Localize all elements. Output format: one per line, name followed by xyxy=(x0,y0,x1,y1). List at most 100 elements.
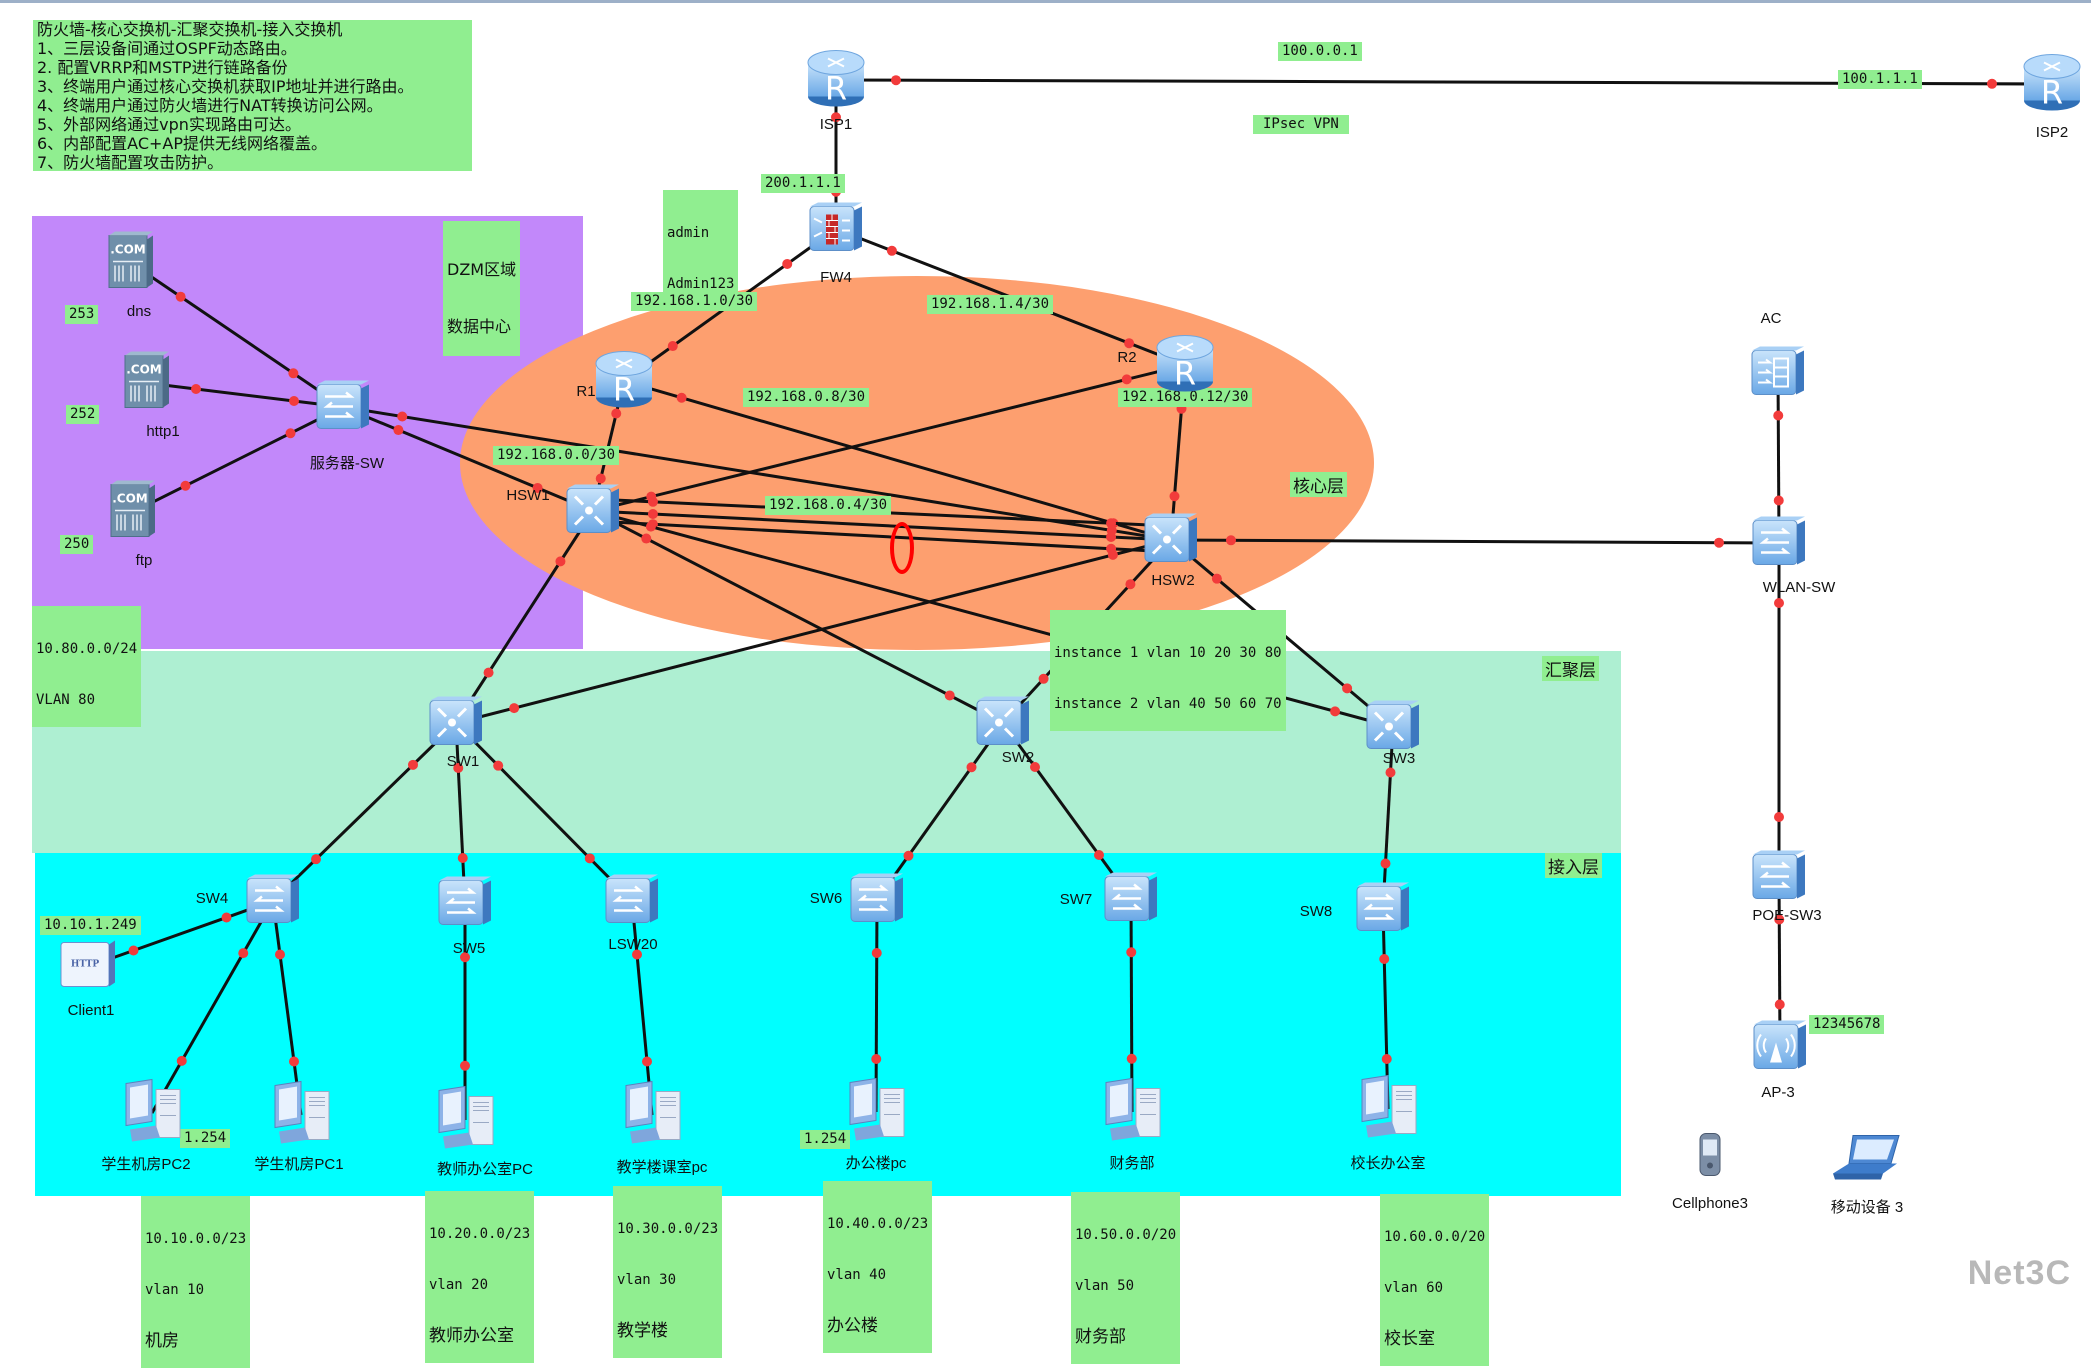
port-dot-ftp[interactable] xyxy=(180,480,191,491)
port-dot-hsw2[interactable] xyxy=(1106,518,1117,529)
port-dot-sw4[interactable] xyxy=(221,912,232,923)
port-dot-wlan_sw[interactable] xyxy=(1773,495,1784,506)
port-dot-sw3[interactable] xyxy=(1385,767,1396,778)
link-sw6-office_pc[interactable] xyxy=(874,899,879,1113)
port-dot-sw8[interactable] xyxy=(1379,954,1390,964)
port-dot-ac[interactable] xyxy=(1773,410,1784,421)
port-dot-client1[interactable] xyxy=(128,945,139,956)
link-sw1-sw4[interactable] xyxy=(271,721,458,903)
port-dot-hsw1[interactable] xyxy=(645,521,656,532)
port-dot-isp2[interactable] xyxy=(1987,78,1998,89)
port-dot-r1[interactable] xyxy=(667,341,678,352)
link-sw3-sw8[interactable] xyxy=(1381,726,1395,910)
port-dot-hsw2[interactable] xyxy=(1107,549,1118,560)
port-dot-dns[interactable] xyxy=(175,291,186,302)
port-dot-sw8[interactable] xyxy=(1380,858,1391,869)
port-dot-sw1[interactable] xyxy=(407,759,418,770)
device-teacher-pc[interactable] xyxy=(429,1083,501,1158)
link-srv_sw-hsw1[interactable] xyxy=(342,405,594,513)
device-dns[interactable]: .COM xyxy=(105,230,157,297)
device-hsw2[interactable] xyxy=(1141,510,1201,571)
link-sw1-lsw20[interactable] xyxy=(454,721,634,903)
link-http1-srv_sw[interactable] xyxy=(146,381,344,409)
port-dot-hsw2[interactable] xyxy=(1211,573,1222,584)
device-sw3[interactable] xyxy=(1363,697,1423,758)
device-r1[interactable]: R xyxy=(591,346,657,417)
port-dot-sw5[interactable] xyxy=(457,853,468,863)
device-poe-sw3[interactable] xyxy=(1749,847,1809,908)
port-dot-hsw1[interactable] xyxy=(641,533,652,544)
device-lsw20[interactable] xyxy=(602,871,662,932)
port-dot-srv_sw[interactable] xyxy=(285,428,296,439)
link-hsw1-sw1[interactable] xyxy=(454,510,595,724)
device-ac[interactable] xyxy=(1748,343,1808,404)
link-hsw2-sw1[interactable] xyxy=(455,538,1172,725)
device-srv-sw[interactable] xyxy=(313,377,373,438)
port-dot-sw4[interactable] xyxy=(238,948,249,959)
port-dot-sw7[interactable] xyxy=(1126,947,1137,958)
link-hsw1-sw2[interactable] xyxy=(592,509,1004,725)
device-ap3[interactable] xyxy=(1750,1017,1810,1078)
port-dot-sw5[interactable] xyxy=(460,952,470,963)
device-finance-pc[interactable] xyxy=(1096,1075,1168,1150)
port-dot-isp1[interactable] xyxy=(831,112,841,123)
port-dot-sw2[interactable] xyxy=(966,762,977,773)
link-hsw1-hsw2[interactable] xyxy=(592,519,1172,554)
device-principal-pc[interactable] xyxy=(1352,1072,1424,1147)
port-dot-sw2[interactable] xyxy=(944,690,955,701)
port-dot-srv_sw[interactable] xyxy=(397,411,408,422)
port-dot-http1[interactable] xyxy=(191,384,201,394)
link-hsw1-hsw2[interactable] xyxy=(592,509,1172,542)
port-dot-r1[interactable] xyxy=(676,392,687,403)
port-dot-sw1[interactable] xyxy=(509,703,520,714)
device-cellphone3[interactable] xyxy=(1692,1130,1728,1185)
port-dot-hsw1[interactable] xyxy=(595,473,606,484)
link-sw2-sw7[interactable] xyxy=(1001,722,1133,900)
device-pc2[interactable] xyxy=(116,1076,188,1151)
device-http1[interactable]: .COM xyxy=(121,350,173,417)
port-dot-lsw20[interactable] xyxy=(632,949,642,960)
port-dot-isp1[interactable] xyxy=(890,75,901,86)
device-sw5[interactable] xyxy=(435,873,495,934)
port-dot-r2[interactable] xyxy=(1124,338,1135,349)
device-sw6[interactable] xyxy=(847,870,907,931)
device-office-pc[interactable] xyxy=(840,1075,912,1150)
port-dot-hsw1[interactable] xyxy=(647,509,658,520)
port-dot-office_pc[interactable] xyxy=(871,1054,882,1064)
link-poe_sw3-ap3[interactable] xyxy=(1777,876,1782,1048)
port-dot-hsw1[interactable] xyxy=(532,482,543,493)
link-ftp-srv_sw[interactable] xyxy=(132,405,344,514)
port-dot-pc1[interactable] xyxy=(289,1056,299,1067)
link-r2-hsw1[interactable] xyxy=(592,363,1186,513)
link-r1-hsw2[interactable] xyxy=(623,379,1172,542)
port-dot-classroom_pc[interactable] xyxy=(642,1056,652,1067)
link-sw4-client1[interactable] xyxy=(86,899,274,969)
port-dot-wlan_sw[interactable] xyxy=(1714,537,1725,548)
port-dot-sw3[interactable] xyxy=(1330,706,1341,717)
port-dot-poe_sw3[interactable] xyxy=(1774,914,1785,925)
link-sw1-sw5[interactable] xyxy=(454,722,467,904)
port-dot-sw4[interactable] xyxy=(311,854,322,865)
port-dot-hsw1[interactable] xyxy=(647,496,658,507)
port-dot-pc2[interactable] xyxy=(176,1055,187,1066)
device-sw4[interactable] xyxy=(243,871,303,932)
port-dot-fw4[interactable] xyxy=(782,258,793,269)
device-client1[interactable]: HTTP xyxy=(55,937,119,998)
port-dot-sw6[interactable] xyxy=(871,948,882,958)
port-dot-lsw20[interactable] xyxy=(584,853,595,864)
device-wlan-sw[interactable] xyxy=(1749,513,1809,574)
port-dot-srv_sw[interactable] xyxy=(393,425,404,436)
device-pc1[interactable] xyxy=(265,1078,337,1153)
device-mobile3[interactable] xyxy=(1827,1130,1907,1191)
device-sw2[interactable] xyxy=(973,693,1033,754)
port-dot-hsw1[interactable] xyxy=(555,556,566,567)
link-sw4-pc1[interactable] xyxy=(271,900,303,1116)
port-dot-principal_pc[interactable] xyxy=(1381,1054,1392,1064)
device-isp2[interactable]: R xyxy=(2019,49,2085,120)
link-sw4-pc2[interactable] xyxy=(150,900,275,1114)
port-dot-sw3[interactable] xyxy=(1342,683,1353,694)
link-sw2-sw6[interactable] xyxy=(875,722,1005,901)
port-dot-srv_sw[interactable] xyxy=(288,368,299,379)
port-dot-poe_sw3[interactable] xyxy=(1774,812,1784,822)
link-ac-wlan_sw[interactable] xyxy=(1776,372,1781,544)
